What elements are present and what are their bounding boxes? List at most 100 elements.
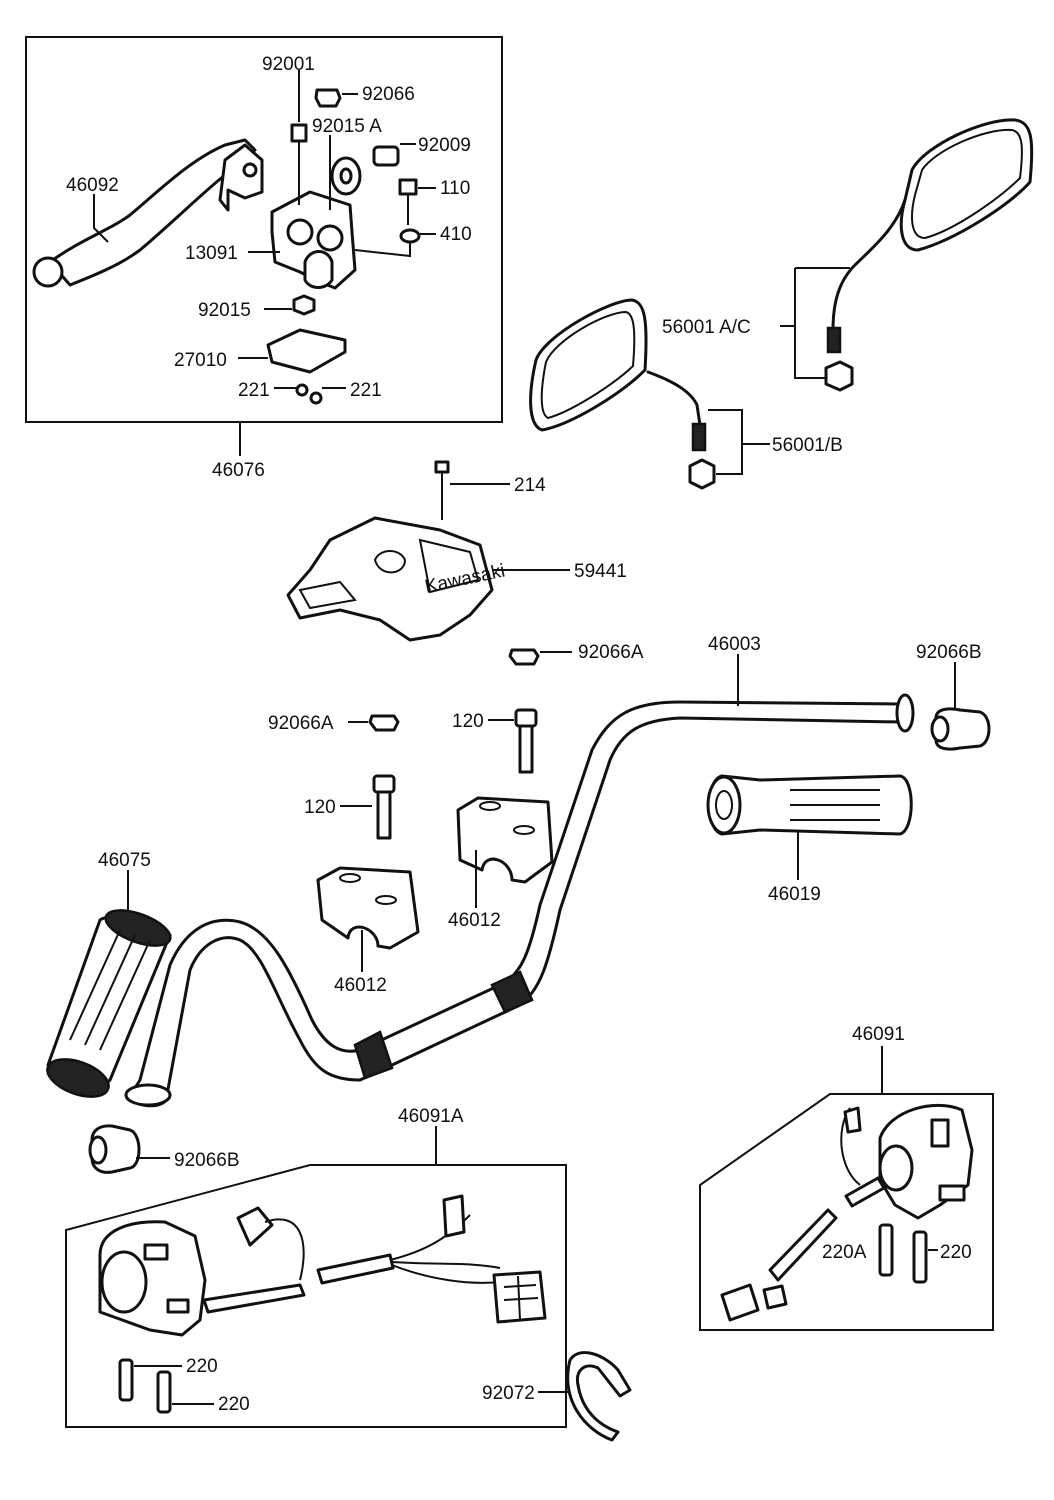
knurl-right [490, 970, 534, 1014]
left-switch-small-connector [236, 1206, 274, 1247]
label-46075: 46075 [98, 850, 151, 871]
bushing-92015a-hole [339, 167, 353, 185]
bolt-214-head [434, 460, 450, 474]
cable-clamp-92072 [566, 1351, 632, 1442]
leader-46092 [93, 194, 109, 243]
group-box-46091A [65, 1164, 567, 1428]
label-120-upper: 120 [452, 711, 484, 732]
left-switch-pigtail-wire [264, 1218, 305, 1281]
label-56001b: 56001/B [772, 435, 843, 456]
screw-221-left [295, 383, 309, 397]
cover-right-insert [418, 538, 480, 594]
cover-bolt-recess [373, 550, 407, 574]
bolt-92001-head [290, 123, 308, 143]
group-box-46091 [699, 1093, 994, 1331]
cover-left-insert [298, 580, 357, 610]
handlebar-holder-cover [286, 516, 494, 642]
knurl-left [353, 1030, 394, 1080]
label-221-right: 221 [350, 380, 382, 401]
end-weight-right-face [930, 715, 950, 743]
screw-220a-right [878, 1223, 894, 1277]
cap-92066a-upper [508, 648, 540, 666]
label-410: 410 [440, 224, 472, 245]
label-46003: 46003 [708, 634, 761, 655]
bolt-120-lower-head [372, 774, 396, 794]
left-grip-pattern [69, 929, 151, 1051]
label-110: 110 [440, 178, 470, 199]
label-46012-a: 46012 [448, 910, 501, 931]
end-weight-92066b-right [934, 707, 991, 751]
right-switch-cable [768, 1208, 838, 1282]
label-120-lower: 120 [304, 797, 336, 818]
label-92066: 92066 [362, 84, 415, 105]
label-46092: 46092 [66, 175, 119, 196]
holder-bolt-hole-left [286, 218, 314, 246]
clutch-lever-ball-end [32, 256, 64, 288]
label-214: 214 [514, 475, 546, 496]
cap-92066a-lower [368, 714, 400, 732]
label-92001: 92001 [262, 54, 315, 75]
right-switch-lower-button [938, 1184, 966, 1202]
label-92066a-upper: 92066A [578, 642, 644, 663]
mirror-left-stem [646, 370, 702, 427]
nut-92015 [292, 294, 316, 316]
handlebar-right-end [895, 693, 915, 733]
right-switch-bore [878, 1144, 914, 1192]
handlebar [128, 700, 912, 1108]
lever-pivot-hole [242, 162, 258, 178]
label-92066b-left: 92066B [174, 1150, 240, 1171]
upper-holder-46012-a [456, 796, 554, 884]
label-92015: 92015 [198, 300, 251, 321]
label-220-left-a: 220 [186, 1356, 218, 1377]
label-46076: 46076 [212, 460, 265, 481]
label-220-left-b: 220 [218, 1394, 250, 1415]
label-46091: 46091 [852, 1024, 905, 1045]
throttle-grip-pattern [790, 789, 880, 821]
throttle-bore [715, 790, 733, 820]
label-46012-b: 46012 [334, 975, 387, 996]
mirror-left-glass [540, 310, 636, 420]
screw-220-right [912, 1230, 928, 1284]
screw-92009 [372, 145, 400, 167]
screw-220-left-b [156, 1370, 172, 1414]
left-switch-cable-sheath [316, 1253, 395, 1285]
cap-92066 [314, 88, 342, 108]
leader-56001b [708, 409, 770, 475]
right-switch-button [930, 1118, 950, 1148]
clutch-switch-27010 [266, 328, 347, 374]
label-59441: 59441 [574, 561, 627, 582]
mirror-left-nut [688, 458, 716, 490]
screw-221-right [309, 391, 323, 405]
screw-220-left-a [118, 1358, 134, 1402]
left-switch-connector-a [442, 1194, 466, 1238]
throttle-flange [706, 775, 742, 835]
leader-56001ac [780, 267, 850, 379]
mirror-right-thread [826, 326, 842, 354]
label-46019: 46019 [768, 884, 821, 905]
clutch-lever [48, 138, 257, 287]
mirror-left [529, 298, 648, 432]
mirror-right-glass [911, 128, 1023, 240]
left-switch-cable [202, 1283, 306, 1314]
mirror-right-stem [831, 198, 907, 332]
clutch-lever-pivot [218, 143, 264, 212]
holder-bolt-hole-right [316, 224, 344, 252]
label-27010: 27010 [174, 350, 227, 371]
handlebar-left-end [124, 1083, 172, 1107]
holder-b-hole-left [339, 873, 361, 883]
mirror-right [899, 118, 1034, 252]
mirror-left-thread [691, 422, 707, 452]
bolt-110-head [398, 178, 418, 196]
label-221-left: 221 [238, 380, 270, 401]
leader-410-link [354, 242, 411, 258]
label-92072: 92072 [482, 1383, 535, 1404]
label-220-right: 220 [940, 1242, 972, 1263]
label-92066a-lower: 92066A [268, 713, 334, 734]
end-weight-left-face [88, 1135, 108, 1165]
holder-b-hole-right [375, 895, 397, 905]
label-92015a: 92015 A [312, 116, 382, 137]
left-switch-bore [100, 1250, 148, 1314]
washer-410 [399, 228, 421, 244]
